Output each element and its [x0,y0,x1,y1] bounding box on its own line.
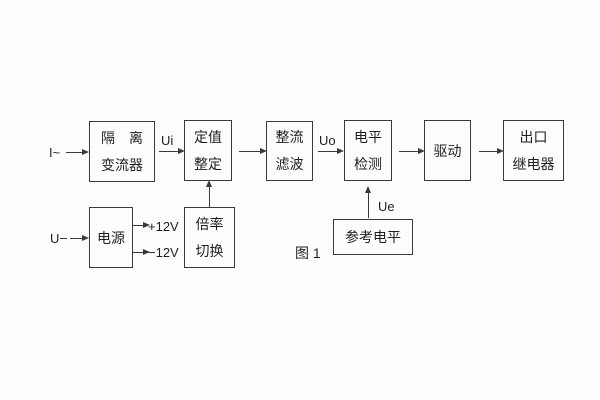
arrow-uo-signal-icon [318,148,344,154]
signal-plus12v-label: +12V [148,219,179,234]
block-setting-line1: 定值 [194,128,222,145]
block-power-line1: 电源 [97,229,125,246]
arrow-setting-to-rectify-icon [239,148,267,154]
arrow-minus12v-icon [133,249,150,255]
arrow-multiplier-to-setting-icon [206,180,212,207]
block-output-relay: 出口 继电器 [503,120,564,181]
block-multiplier-switch: 倍率 切换 [184,207,235,268]
arrow-drive-to-relay-icon [479,148,504,154]
input-current-label: I~ [49,145,61,160]
voltage-input-dash-icon [60,238,67,239]
block-relay-line1: 出口 [519,128,548,145]
block-rectify-line2: 滤波 [275,156,304,172]
block-isolation-line1: 隔 离 [101,129,143,146]
input-voltage-label: U [50,231,60,246]
block-multiplier-line2: 切换 [195,242,224,259]
block-drive-line1: 驱动 [433,142,462,159]
block-multiplier-line1: 倍率 [195,215,224,232]
block-reference-line1: 参考电平 [345,229,401,245]
block-reference-level: 参考电平 [333,219,413,255]
block-isolation-transformer: 隔 离 变流器 [89,121,155,182]
signal-minus12v-label: −12V [148,245,179,260]
block-isolation-line2: 变流器 [101,156,143,173]
block-level-detection: 电平 检测 [344,120,392,181]
arrow-voltage-input-icon [70,235,89,241]
block-drive: 驱动 [424,120,471,181]
block-relay-line2: 继电器 [512,155,555,172]
arrow-current-input-icon [66,149,89,155]
block-power-supply: 电源 [89,207,133,268]
block-rectify-line1: 整流 [275,129,304,145]
signal-uo-label: Uo [319,133,336,148]
arrow-ue-reference-to-level-icon [365,186,371,218]
arrow-plus12v-icon [133,222,150,228]
arrow-ui-signal-icon [159,148,185,154]
block-level-line2: 检测 [354,155,382,172]
arrow-level-to-drive-icon [399,148,425,154]
block-setting-line2: 整定 [194,155,222,172]
figure-caption: 图 1 [295,245,321,261]
block-level-line1: 电平 [354,128,382,145]
block-setpoint-setting: 定值 整定 [184,120,232,181]
signal-ue-label: Ue [378,199,395,214]
signal-ui-label: Ui [161,133,174,148]
block-rectifier-filter: 整流 滤波 [266,121,313,181]
